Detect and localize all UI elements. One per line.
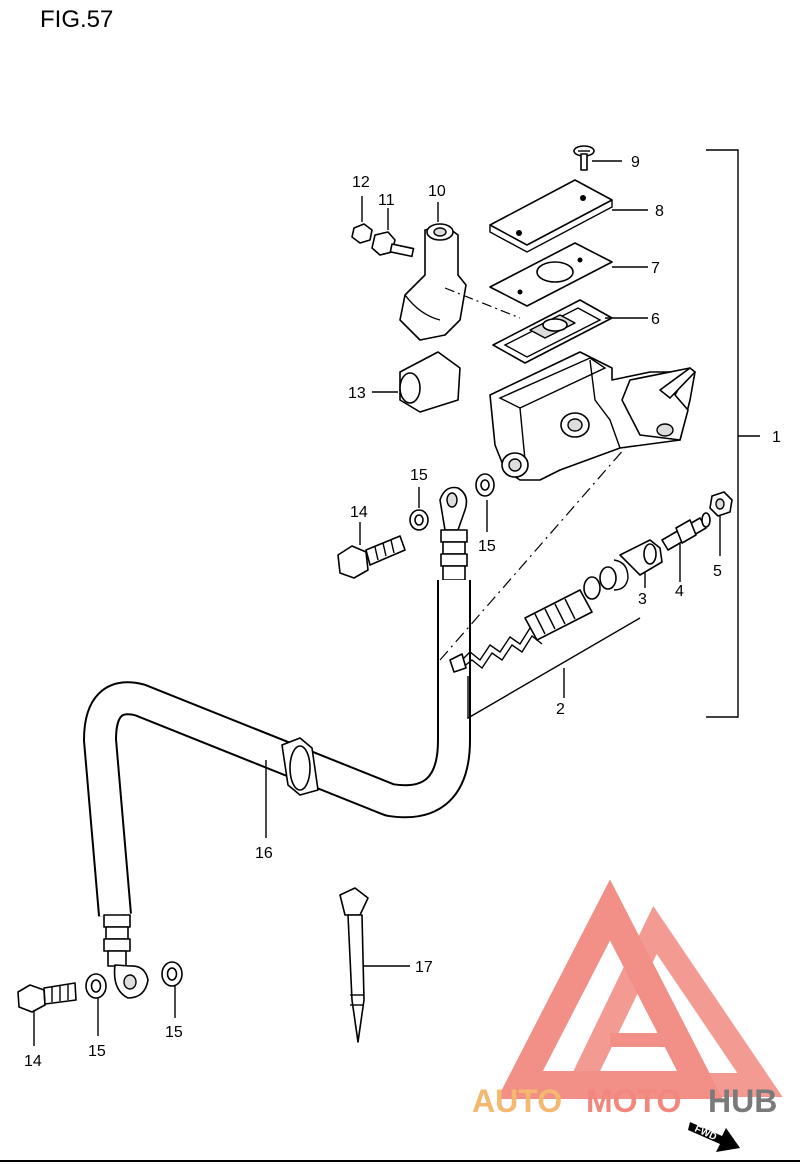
part-10-clamp-holder [399,223,467,341]
center-line-clamp [444,287,521,319]
watermark-moto: MOTO [586,1083,681,1119]
part-9-screw [573,145,595,171]
callout-17: 17 [415,959,433,976]
part-6-diaphragm [492,299,613,364]
part-11-bolt [371,231,415,258]
part-5-locknut [709,491,733,517]
callout-2: 2 [556,701,565,718]
part-2-piston-spring-set [449,566,617,673]
watermark-logo-icon [497,879,783,1099]
callout-10: 10 [428,183,446,200]
callout-16: 16 [255,845,273,862]
part-13-sleeve [399,351,461,413]
callout-13: 13 [348,385,366,402]
part-8-reservoir-cap [489,179,613,253]
part-15-washer-upper-left [409,509,429,531]
part-14-banjo-bolt-lower [17,982,77,1013]
center-line-piston [439,447,626,661]
part-14-banjo-bolt-upper [337,535,406,579]
callout-12: 12 [352,174,370,191]
figure-title: FIG.57 [40,6,114,33]
watermark-hub: HUB [708,1083,777,1119]
callout-8: 8 [655,203,664,220]
part-15-washer-lower-right [161,961,183,987]
part-17-cable-tie [339,887,369,1043]
callout-15-upper-right: 15 [478,538,496,555]
master-cylinder-body [489,351,696,481]
part-12-nut [351,223,373,244]
part-4-push-rod [661,512,711,551]
assembly-bracket [706,149,739,718]
hose-lower-fitting [103,914,149,999]
callout-14-upper: 14 [350,504,368,521]
part-3-circlip [613,539,663,591]
callout-7: 7 [651,260,660,277]
part-15-washer-lower-left [85,973,107,999]
callout-15-lower-left: 15 [88,1043,106,1060]
callout-6: 6 [651,311,660,328]
callout-5: 5 [713,563,722,580]
fwd-text: FWD [693,1124,718,1143]
callout-15-upper-left: 15 [410,467,428,484]
callout-15-lower-right: 15 [165,1024,183,1041]
part-15-washer-upper-right [475,473,495,497]
callout-4: 4 [675,583,684,600]
part-16-hose [83,580,471,917]
callout-14-lower: 14 [24,1053,42,1070]
hose-upper-fitting [439,486,468,581]
callout-9: 9 [631,154,640,171]
part-7-plate [489,242,613,307]
callout-3: 3 [638,591,647,608]
callout-11: 11 [378,192,395,209]
bracket-2 [467,617,641,720]
fwd-arrow-icon: FWD [688,1122,740,1152]
watermark-auto: AUTO [472,1083,562,1119]
callout-1: 1 [772,429,781,446]
